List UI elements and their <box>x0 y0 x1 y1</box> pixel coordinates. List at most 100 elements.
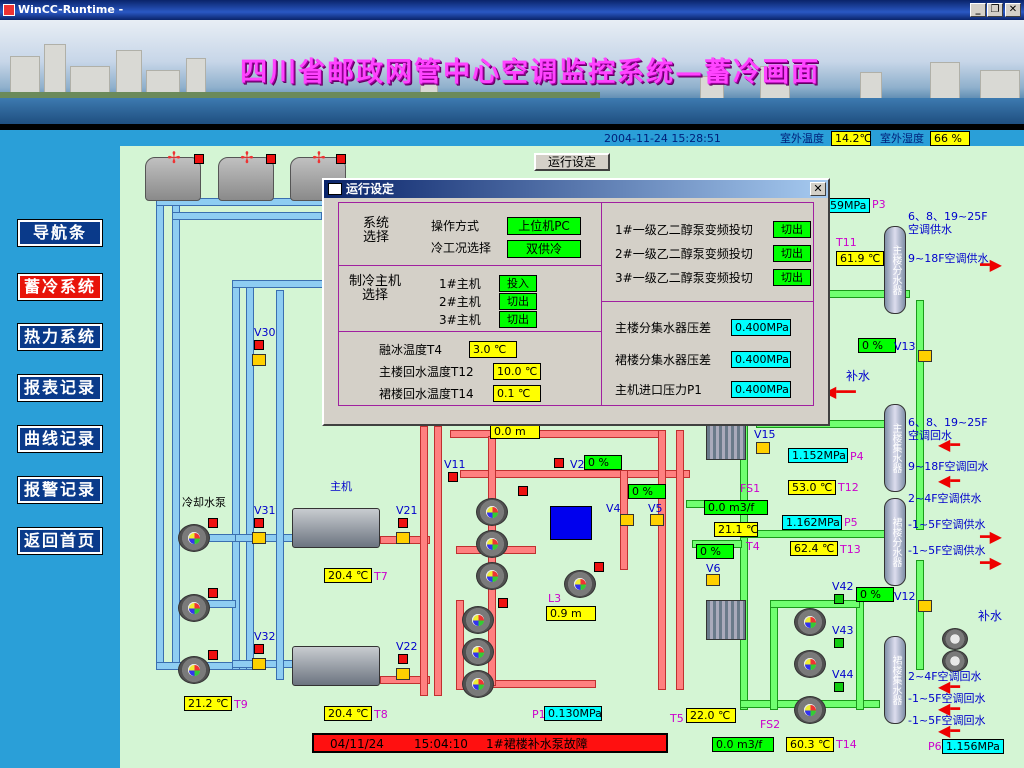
glycol-pump-1[interactable] <box>476 498 508 526</box>
cooling-pump-2[interactable] <box>178 594 210 622</box>
melt-temp-value[interactable]: 3.0 ℃ <box>469 341 517 358</box>
makeup-pump-2[interactable] <box>942 650 968 672</box>
nav-item-navbar[interactable]: 导航条 <box>17 219 103 247</box>
chiller-2[interactable] <box>292 508 380 548</box>
main-diff-pressure-value[interactable]: 0.400MPa <box>731 319 791 336</box>
label-p3: P3 <box>872 198 886 211</box>
dialog-close-button[interactable]: ✕ <box>810 182 826 196</box>
vfd-3-toggle[interactable]: 切出 <box>773 269 811 286</box>
run-settings-button[interactable]: 运行设定 <box>534 153 610 171</box>
valve-v6[interactable] <box>706 574 720 586</box>
inlet-pressure-value[interactable]: 0.400MPa <box>731 381 791 398</box>
nav-item-home[interactable]: 返回首页 <box>17 527 103 555</box>
window-title-bar: WinCC-Runtime - <box>0 0 1024 20</box>
annex-return-temp-value[interactable]: 0.1 ℃ <box>493 385 541 402</box>
minimize-button[interactable]: _ <box>970 3 986 17</box>
valve-v31[interactable] <box>252 532 266 544</box>
pump-icon <box>473 679 484 690</box>
label-v11: V11 <box>444 458 466 471</box>
valve-v30[interactable] <box>252 354 266 366</box>
main-supply-manifold[interactable]: 主楼分水器 <box>884 226 906 314</box>
cooling-pump-3[interactable] <box>178 656 210 684</box>
valve-v15[interactable] <box>756 442 770 454</box>
label-t8: T8 <box>374 708 388 721</box>
vfd-3-label: 3#一级乙二醇泵变频投切 <box>615 271 753 285</box>
arrow-right-icon: ━▶ <box>980 255 1002 274</box>
chiller-3[interactable] <box>292 646 380 686</box>
label-t12: T12 <box>838 481 859 494</box>
close-button[interactable]: ✕ <box>1005 3 1021 17</box>
glycol-pump-3[interactable] <box>476 562 508 590</box>
small-pump[interactable] <box>564 570 596 598</box>
dialog-title: 运行设定 <box>324 180 828 198</box>
label-v15: V15 <box>754 428 776 441</box>
nav-item-alarms[interactable]: 报警记录 <box>17 476 103 504</box>
reading-p3: 59MPa <box>826 198 870 213</box>
dialog-body: 系统 选择 操作方式 上位机PC 冷工况选择 双供冷 制冷主机 选择 1#主机 … <box>338 202 814 406</box>
valve-v22[interactable] <box>396 668 410 680</box>
arrow-left-icon: ◀━ <box>938 677 960 696</box>
valve-v5[interactable] <box>650 514 664 526</box>
pump-icon <box>575 579 586 590</box>
heat-exchanger-1[interactable] <box>706 420 746 460</box>
vfd-2-toggle[interactable]: 切出 <box>773 245 811 262</box>
unit-1-toggle[interactable]: 投入 <box>499 275 537 292</box>
cooling-tower-2[interactable]: ✢ <box>218 150 274 201</box>
annex-supply-manifold[interactable]: 裙楼分水器 <box>884 498 906 586</box>
heat-exchanger-2[interactable] <box>706 600 746 640</box>
label-v21: V21 <box>396 504 418 517</box>
nav-item-heating[interactable]: 热力系统 <box>17 323 103 351</box>
main-return-temp-value[interactable]: 10.0 ℃ <box>493 363 541 380</box>
label-v6: V6 <box>706 562 721 575</box>
main-return-manifold[interactable]: 主楼集水器 <box>884 404 906 492</box>
valve-v32[interactable] <box>252 658 266 670</box>
nav-item-ice-storage[interactable]: 蓄冷系统 <box>17 273 103 301</box>
label-supply-1: 6、8、19~25F 空调供水 <box>908 210 988 236</box>
nav-item-curves[interactable]: 曲线记录 <box>17 425 103 453</box>
reading-t9: 21.2 ℃ <box>184 696 232 711</box>
pump-icon <box>189 665 200 676</box>
reading-fs1: 0.0 m3/f <box>704 500 768 515</box>
dialog-icon <box>328 183 342 195</box>
valve-v13[interactable] <box>918 350 932 362</box>
label-l3: L3 <box>548 592 562 605</box>
reading-p5: 1.162MPa <box>782 515 842 530</box>
label-t4: T4 <box>746 540 760 553</box>
cooling-pump-1[interactable] <box>178 524 210 552</box>
glycol-pump-4[interactable] <box>462 606 494 634</box>
reading-t14: 60.3 ℃ <box>786 737 834 752</box>
reading-p4: 1.152MPa <box>788 448 848 463</box>
secondary-pump-1[interactable] <box>794 608 826 636</box>
restore-button[interactable]: ❐ <box>987 3 1003 17</box>
valve-v4[interactable] <box>620 514 634 526</box>
status-indicator <box>398 654 408 664</box>
operation-mode-value[interactable]: 上位机PC <box>507 217 581 235</box>
unit-3-toggle[interactable]: 切出 <box>499 311 537 328</box>
nav-item-reports[interactable]: 报表记录 <box>17 374 103 402</box>
cooling-tower-1[interactable]: ✢ <box>145 150 201 201</box>
label-t9: T9 <box>234 698 248 711</box>
annex-return-temp-label: 裙楼回水温度T14 <box>379 387 474 401</box>
unit-3-label: 3#主机 <box>439 313 481 327</box>
glycol-pump-2[interactable] <box>476 530 508 558</box>
annex-return-manifold[interactable]: 裙楼集水器 <box>884 636 906 724</box>
pump-icon <box>487 507 498 518</box>
valve-v12[interactable] <box>918 600 932 612</box>
chiller-mode-value[interactable]: 双供冷 <box>507 240 581 258</box>
secondary-pump-3[interactable] <box>794 696 826 724</box>
reading-t13: 62.4 ℃ <box>790 541 838 556</box>
annex-diff-pressure-value[interactable]: 0.400MPa <box>731 351 791 368</box>
vfd-1-toggle[interactable]: 切出 <box>773 221 811 238</box>
glycol-pump-6[interactable] <box>462 670 494 698</box>
alarm-bar[interactable]: 04/11/24 15:04:10 1#裙楼补水泵故障 <box>312 733 668 753</box>
secondary-pump-2[interactable] <box>794 650 826 678</box>
valve-v21[interactable] <box>396 532 410 544</box>
expansion-tank[interactable] <box>550 506 592 540</box>
status-indicator <box>834 682 844 692</box>
glycol-pump-5[interactable] <box>462 638 494 666</box>
makeup-pump-1[interactable] <box>942 628 968 650</box>
status-indicator <box>208 588 218 598</box>
unit-2-toggle[interactable]: 切出 <box>499 293 537 310</box>
outdoor-hum-value: 66 % <box>930 131 970 146</box>
run-settings-dialog: 运行设定 ✕ 系统 选择 操作方式 上位机PC 冷工况选择 双供冷 制冷主机 选… <box>322 178 830 426</box>
